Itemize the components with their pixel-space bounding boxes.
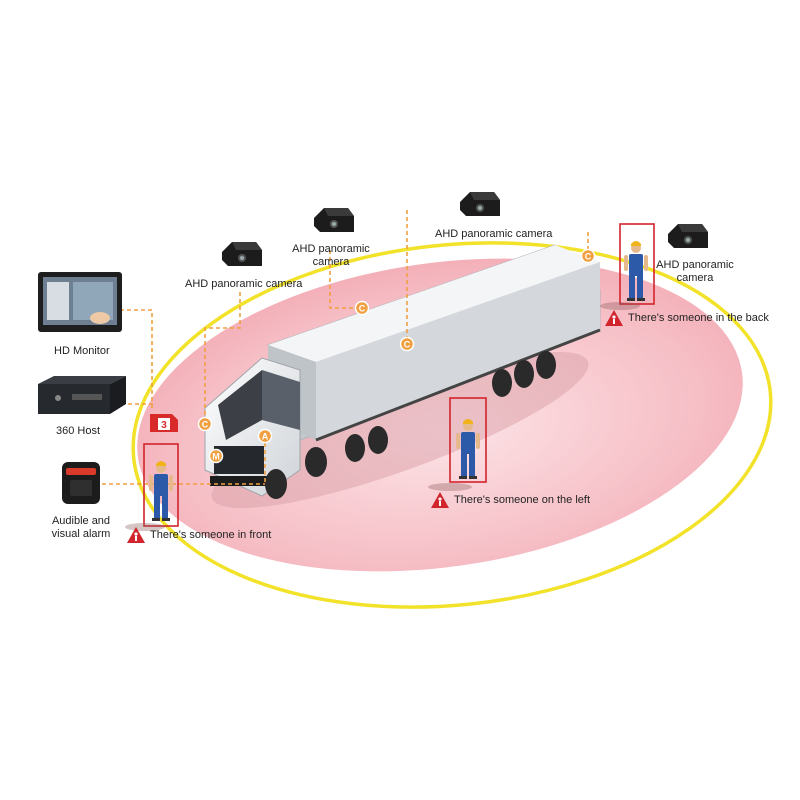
detection-boundary bbox=[131, 241, 773, 609]
360-host-icon bbox=[38, 376, 126, 414]
svg-text:A: A bbox=[262, 432, 269, 442]
camera-marker-c-front: C bbox=[197, 416, 213, 432]
svg-text:C: C bbox=[359, 304, 366, 314]
camera-right-label-line2: camera bbox=[676, 272, 714, 284]
warning-front-text: There's someone in front bbox=[150, 529, 272, 541]
camera-top-icon bbox=[460, 192, 500, 216]
camera-mid-label-line2: camera bbox=[312, 256, 350, 268]
camera-right-icon bbox=[668, 224, 708, 248]
sd-card-icon: 3 bbox=[150, 414, 178, 432]
warning-back-text: There's someone in the back bbox=[628, 312, 769, 324]
360-host-label: 360 Host bbox=[56, 425, 101, 437]
camera-right-label: AHD panoramic camera bbox=[650, 259, 740, 285]
svg-text:C: C bbox=[585, 252, 592, 262]
hd-monitor-label: HD Monitor bbox=[54, 345, 110, 357]
camera-marker-c-side2: C bbox=[399, 336, 415, 352]
camera-top-label: AHD panoramic camera bbox=[435, 228, 553, 240]
alarm-label: Audible and visual alarm bbox=[48, 515, 114, 541]
camera-left-icon bbox=[222, 242, 262, 266]
alarm-label-line2: visual alarm bbox=[51, 528, 111, 540]
svg-text:M: M bbox=[212, 452, 220, 462]
camera-mid-label-line1: AHD panoramic bbox=[292, 243, 370, 255]
warning-left-text: There's someone on the left bbox=[454, 494, 591, 506]
connector-lines bbox=[102, 210, 589, 485]
camera-left-label: AHD panoramic camera bbox=[185, 278, 303, 290]
marker-m: M bbox=[208, 448, 224, 464]
camera-mid-label: AHD panoramic camera bbox=[288, 243, 374, 269]
worker-back bbox=[600, 223, 655, 310]
alarm-icon bbox=[62, 462, 100, 504]
warning-icon bbox=[431, 492, 449, 508]
svg-text:C: C bbox=[202, 420, 209, 430]
warning-icon bbox=[127, 527, 145, 543]
warning-front: There's someone in front bbox=[126, 526, 271, 544]
warning-back: There's someone in the back bbox=[604, 309, 769, 327]
truck bbox=[204, 244, 601, 499]
camera-mid-icon bbox=[314, 208, 354, 232]
camera-right-label-line1: AHD panoramic bbox=[656, 259, 734, 271]
worker-left bbox=[428, 397, 487, 491]
marker-a: A bbox=[257, 428, 273, 444]
svg-text:3: 3 bbox=[161, 420, 167, 431]
warning-icon bbox=[605, 310, 623, 326]
camera-marker-c-side1: C bbox=[354, 300, 370, 316]
detection-box-back bbox=[619, 223, 655, 305]
warning-left: There's someone on the left bbox=[430, 491, 590, 509]
camera-marker-c-back: C bbox=[580, 248, 596, 264]
hd-monitor-icon bbox=[38, 272, 122, 332]
svg-text:C: C bbox=[404, 340, 411, 350]
detection-box-left bbox=[449, 397, 487, 483]
detection-box-front bbox=[143, 443, 179, 527]
alarm-label-line1: Audible and bbox=[51, 515, 111, 527]
